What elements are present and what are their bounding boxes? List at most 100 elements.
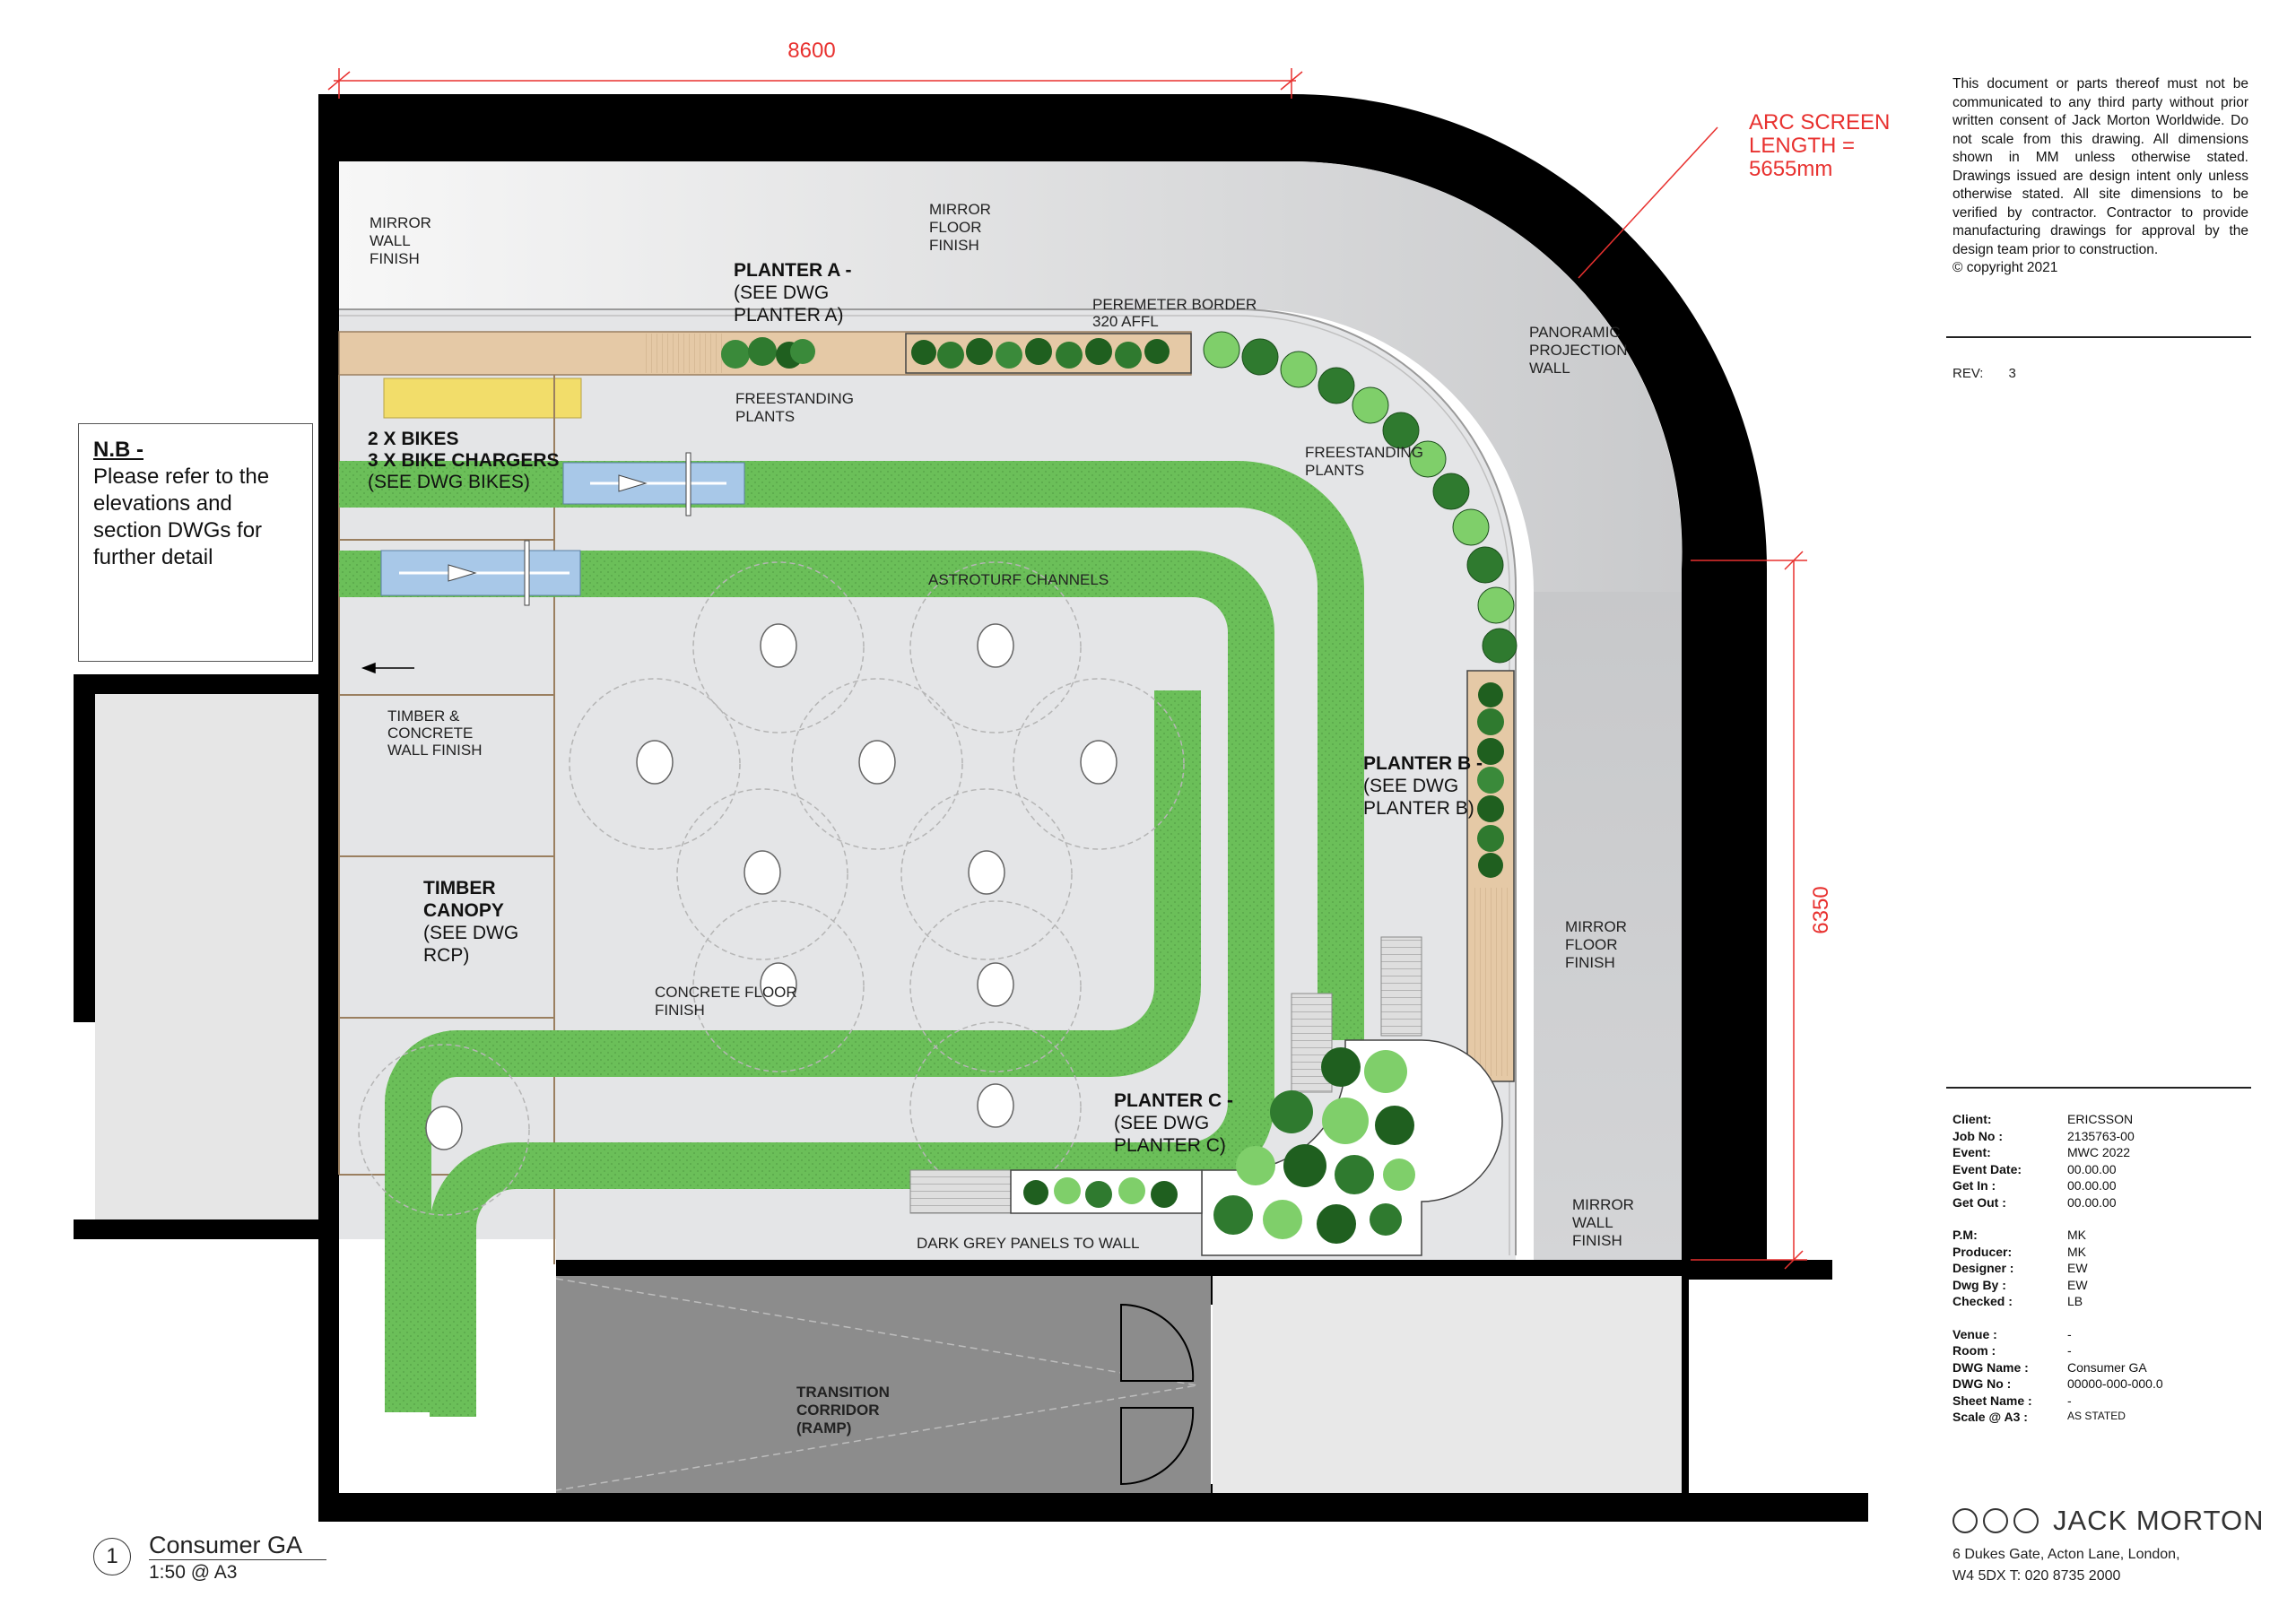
mirror-floor-top-1: MIRROR (929, 201, 991, 218)
logo-circle-icon (2013, 1508, 2039, 1533)
panoramic-wall-1: PANORAMIC (1529, 324, 1621, 341)
company-address: 6 Dukes Gate, Acton Lane, London, W4 5DX… (1952, 1544, 2180, 1587)
info-row: P.M: MK (1952, 1228, 2248, 1245)
address-line: W4 5DX T: 020 8735 2000 (1952, 1568, 2121, 1584)
mirror-wall-br-2: WALL (1572, 1214, 1613, 1231)
drawing-number: 1 (93, 1538, 131, 1575)
disclaimer: This document or parts thereof must not … (1952, 75, 2248, 278)
mirror-wall-finish-tl-2: WALL (370, 232, 411, 249)
info-value: EW (2067, 1277, 2088, 1292)
address-line: 6 Dukes Gate, Acton Lane, London, (1952, 1547, 2180, 1562)
concrete-floor (339, 309, 1516, 1260)
transition-corridor-2: CORRIDOR (796, 1402, 880, 1419)
bikes-label-2: 3 X BIKE CHARGERS (368, 450, 560, 471)
info-key: DWG No : (1952, 1376, 2012, 1391)
divider (1946, 1087, 2251, 1089)
info-row: Get In :00.00.00 (1952, 1178, 2248, 1195)
info-key: Event Date: (1952, 1161, 2022, 1176)
info-value: 2135763-00 (2067, 1128, 2135, 1143)
steps-3 (909, 1169, 1012, 1214)
info-row: Get Out :00.00.00 (1952, 1195, 2248, 1212)
panoramic-wall-3: WALL (1529, 360, 1570, 377)
info-row: Client:ERICSSON (1952, 1112, 2248, 1129)
note-line: elevations and (93, 491, 232, 516)
mirror-floor-right-3: FINISH (1565, 954, 1615, 971)
info-value: ERICSSON (2067, 1112, 2134, 1126)
info-value: Consumer GA (2067, 1359, 2147, 1375)
info-key: Job No : (1952, 1128, 2003, 1143)
timber-canopy-3: (SEE DWG (423, 923, 518, 943)
info-row: Dwg By :EW (1952, 1278, 2248, 1295)
note-line: further detail (93, 545, 213, 569)
info-value: MK (2067, 1228, 2086, 1242)
revision-label: REV: (1952, 366, 1984, 381)
planter-c (1010, 1039, 1503, 1256)
transition-corridor-1: TRANSITION (796, 1384, 890, 1401)
mirror-wall-br-1: MIRROR (1572, 1196, 1634, 1213)
planter-a-label-1: PLANTER A - (734, 260, 851, 281)
transition-corridor (556, 1276, 1211, 1493)
planter-b-label-3: PLANTER B) (1363, 798, 1474, 819)
info-key: Event: (1952, 1145, 1991, 1159)
info-row: Event:MWC 2022 (1952, 1145, 2248, 1162)
steps-1 (1380, 936, 1422, 1037)
bike-2 (380, 540, 581, 606)
timber-concrete-2: CONCRETE (387, 725, 473, 742)
info-value: - (2067, 1393, 2072, 1408)
info-row: Scale @ A3 :AS STATED (1952, 1410, 2248, 1427)
info-value: - (2067, 1326, 2072, 1341)
info-row: DWG Name : Consumer GA (1952, 1360, 2248, 1377)
info-key: DWG Name : (1952, 1359, 2029, 1375)
mirror-floor-top-3: FINISH (929, 237, 979, 254)
bikes-label-3: (SEE DWG BIKES) (368, 472, 530, 492)
info-row: Event Date:00.00.00 (1952, 1162, 2248, 1179)
mirror-wall-finish-tl-1: MIRROR (370, 214, 431, 231)
timber-wall-arrow (325, 662, 414, 735)
left-corridor (95, 694, 318, 1219)
freestanding-right-2: PLANTS (1305, 462, 1364, 479)
perimeter-border-1: PEREMETER BORDER (1092, 296, 1257, 313)
title-block-info: Client:ERICSSON Job No : 2135763-00 Event… (1952, 1112, 2248, 1427)
spacer (1952, 1211, 2248, 1228)
planter-a-label-2: (SEE DWG (734, 282, 829, 303)
title-underline (149, 1559, 326, 1560)
info-row: Producer:MK (1952, 1245, 2248, 1262)
seating-circles (358, 561, 1185, 1216)
spacer (1952, 1311, 2248, 1327)
timber-canopy-4: RCP) (423, 945, 469, 966)
info-value: AS STATED (2067, 1410, 2126, 1422)
bikes-label-1: 2 X BIKES (368, 429, 459, 449)
timber-concrete-1: TIMBER & (387, 707, 460, 725)
info-key: P.M: (1952, 1228, 1978, 1242)
planter-c-label-2: (SEE DWG (1114, 1113, 1209, 1133)
mirror-floor-right-2: FLOOR (1565, 936, 1618, 953)
timber-canopy-2: CANOPY (423, 900, 504, 921)
stools (425, 623, 1118, 1150)
note-line: section DWGs for (93, 518, 263, 542)
dim-right-height: 6350 (1809, 886, 1833, 933)
drawing-scale: 1:50 @ A3 (149, 1562, 238, 1583)
planter-b (1466, 670, 1515, 1082)
logo-circle-icon (1983, 1508, 2008, 1533)
planter-c-label-3: PLANTER C) (1114, 1135, 1226, 1156)
info-row: Sheet Name :- (1952, 1393, 2248, 1410)
mirror-wall-br-3: FINISH (1572, 1232, 1622, 1249)
info-value: MK (2067, 1244, 2086, 1259)
drawing-name: Consumer GA (149, 1532, 303, 1558)
logo-circle-icon (1952, 1508, 1978, 1533)
revision-value: 3 (2008, 366, 2016, 381)
copyright: © copyright 2021 (1952, 260, 2058, 275)
dark-grey-panels: DARK GREY PANELS TO WALL (917, 1235, 1139, 1252)
info-row: Room :- (1952, 1343, 2248, 1360)
info-value: 00.00.00 (2067, 1178, 2117, 1193)
timber-canopy-1: TIMBER (423, 878, 496, 898)
timber-concrete-3: WALL FINISH (387, 742, 482, 759)
astroturf-channels (339, 461, 1364, 1417)
info-value: 00.00.00 (2067, 1194, 2117, 1210)
concrete-floor-1: CONCRETE FLOOR (655, 984, 797, 1001)
yellow-block (383, 378, 582, 419)
company-name: JACK MORTON (2053, 1505, 2265, 1536)
info-value: - (2067, 1343, 2072, 1358)
info-row: Job No : 2135763-00 (1952, 1129, 2248, 1146)
note-title: N.B - (93, 438, 144, 462)
